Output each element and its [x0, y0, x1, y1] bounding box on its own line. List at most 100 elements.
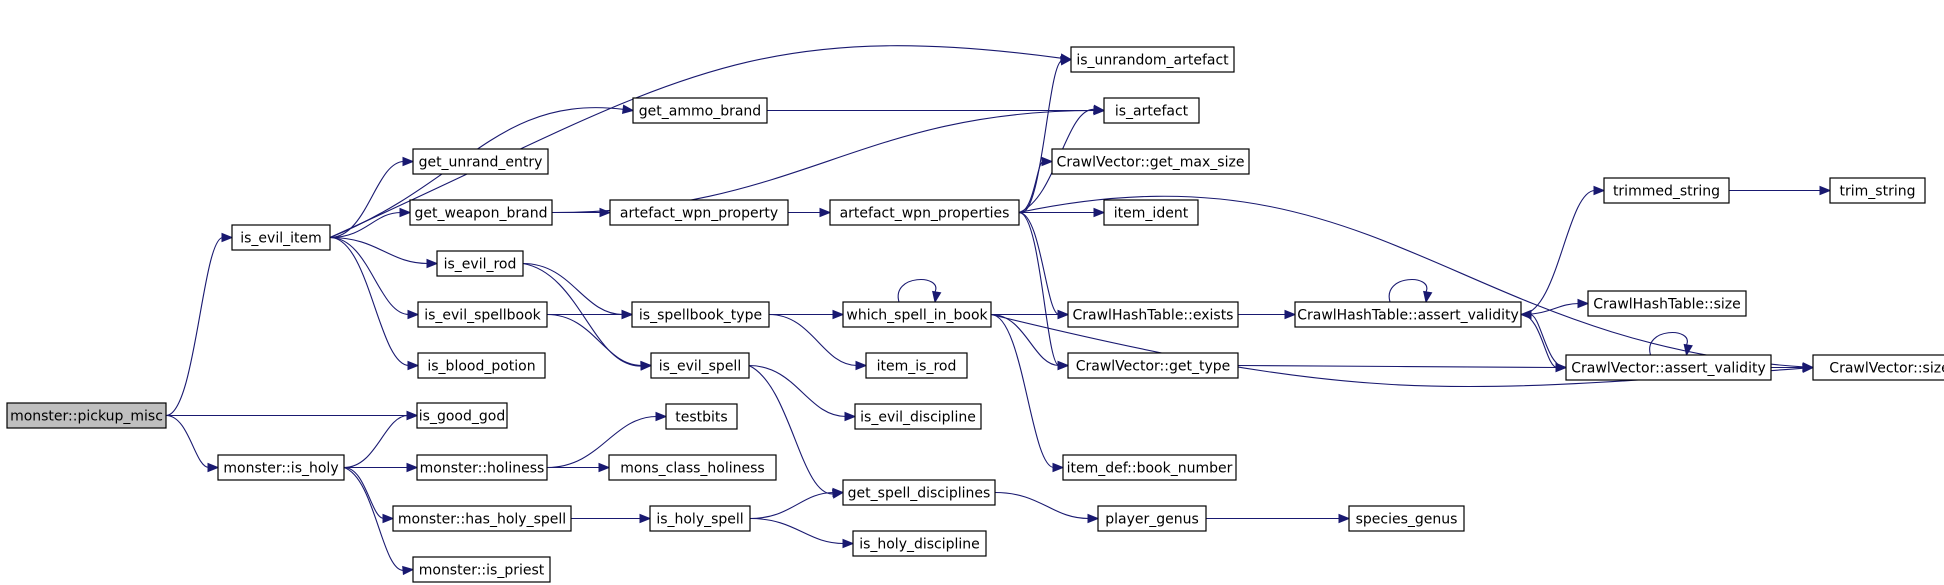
node-has-holy-spell[interactable]: monster::has_holy_spell — [392, 505, 572, 532]
node-box — [436, 250, 524, 277]
node-cht-size[interactable]: CrawlHashTable::size — [1587, 290, 1747, 317]
node-pickup-misc[interactable]: monster::pickup_misc — [6, 402, 167, 429]
node-label: is_evil_spellbook — [424, 308, 541, 324]
node-item-is-rod[interactable]: item_is_rod — [865, 352, 968, 379]
edge-is-spellbook-type-to-which-spell-in-book — [769, 309, 845, 320]
edge-artefact-wpn-properties-to-cht-exists — [1018, 211, 1070, 320]
node-is-evil-spell[interactable]: is_evil_spell — [650, 352, 750, 379]
node-which-spell-in-book[interactable]: which_spell_in_book — [842, 301, 992, 328]
node-is-holy[interactable]: monster::is_holy — [217, 454, 345, 481]
node-get-weapon-brand[interactable]: get_weapon_brand — [409, 199, 553, 226]
node-is-evil-rod[interactable]: is_evil_rod — [436, 250, 524, 277]
node-is-unrandom-artefact[interactable]: is_unrandom_artefact — [1070, 46, 1235, 73]
edge-artefact-wpn-properties-to-item-ident — [1018, 207, 1106, 218]
node-label: monster::is_holy — [223, 461, 338, 477]
node-mons-class-holiness[interactable]: mons_class_holiness — [608, 454, 777, 481]
edge-is-evil-item-to-is-evil-spellbook — [329, 236, 420, 320]
node-item-def-book-number[interactable]: item_def::book_number — [1062, 454, 1237, 481]
node-label: monster::holiness — [420, 461, 545, 477]
node-cv-size[interactable]: CrawlVector::size — [1812, 354, 1944, 381]
node-label: CrawlHashTable::assert_validity — [1297, 308, 1519, 324]
node-label: CrawlVector::assert_validity — [1571, 361, 1765, 377]
node-is-holy-spell[interactable]: is_holy_spell — [649, 505, 751, 532]
node-label: item_def::book_number — [1067, 461, 1233, 477]
node-species-genus[interactable]: species_genus — [1348, 505, 1465, 532]
call-graph-nodes: monster::pickup_misc is_evil_itemis_good_… — [6, 46, 1944, 583]
node-label: is_holy_discipline — [859, 537, 980, 553]
node-box — [417, 352, 546, 379]
edge-pickup-misc-to-is-good-god — [166, 410, 419, 421]
node-label: is_evil_rod — [444, 257, 517, 273]
node-box — [632, 97, 768, 124]
node-get-spell-disciplines[interactable]: get_spell_disciplines — [842, 479, 996, 506]
node-is-artefact[interactable]: is_artefact — [1103, 97, 1200, 124]
node-get-ammo-brand[interactable]: get_ammo_brand — [632, 97, 768, 124]
node-box — [1103, 97, 1200, 124]
node-cv-get-type[interactable]: CrawlVector::get_type — [1067, 352, 1239, 379]
node-box — [842, 301, 992, 328]
node-label: monster::is_priest — [419, 563, 545, 579]
node-testbits[interactable]: testbits — [665, 403, 738, 430]
node-get-unrand-entry[interactable]: get_unrand_entry — [412, 148, 549, 175]
node-is-good-god[interactable]: is_good_god — [416, 402, 508, 429]
node-box — [842, 479, 996, 506]
node-is-blood-potion[interactable]: is_blood_potion — [417, 352, 546, 379]
node-player-genus[interactable]: player_genus — [1097, 505, 1207, 532]
node-box — [1565, 354, 1772, 381]
node-box — [854, 403, 982, 430]
edge-pickup-misc-to-is-holy — [165, 414, 220, 473]
node-label: CrawlVector::get_max_size — [1057, 155, 1245, 171]
node-is-holy-discipline[interactable]: is_holy_discipline — [852, 530, 987, 557]
node-label: is_spellbook_type — [639, 308, 762, 324]
node-is-evil-discipline[interactable]: is_evil_discipline — [854, 403, 982, 430]
node-label: CrawlHashTable::exists — [1073, 308, 1234, 324]
node-box — [1097, 505, 1207, 532]
edge-is-evil-item-to-get-unrand-entry — [329, 156, 415, 239]
node-label: is_good_god — [419, 409, 505, 425]
node-label: testbits — [675, 410, 727, 426]
node-label: item_ident — [1114, 206, 1189, 222]
node-cv-assert-validity[interactable]: CrawlVector::assert_validity — [1565, 354, 1772, 381]
edge-cht-assert-validity-to-trimmed-string — [1520, 185, 1606, 316]
node-box — [1067, 301, 1239, 328]
node-label: artefact_wpn_properties — [840, 206, 1010, 222]
node-box — [392, 505, 572, 532]
node-cht-exists[interactable]: CrawlHashTable::exists — [1067, 301, 1239, 328]
edge-cv-assert-validity-to-cht-assert-validity — [1519, 309, 1567, 369]
node-is-spellbook-type[interactable]: is_spellbook_type — [631, 301, 770, 328]
node-cv-get-max-size[interactable]: CrawlVector::get_max_size — [1051, 148, 1250, 175]
node-box — [416, 402, 508, 429]
node-box — [1348, 505, 1465, 532]
node-box — [1051, 148, 1250, 175]
node-label: player_genus — [1105, 512, 1199, 528]
node-label: which_spell_in_book — [846, 308, 988, 324]
node-trim-string[interactable]: trim_string — [1829, 177, 1926, 204]
node-box — [852, 530, 987, 557]
node-box — [1067, 352, 1239, 379]
node-label: artefact_wpn_property — [620, 206, 778, 222]
edge-is-holy-spell-to-get-spell-disciplines — [749, 487, 845, 520]
node-cht-assert-validity[interactable]: CrawlHashTable::assert_validity — [1294, 301, 1522, 328]
node-is-evil-item[interactable]: is_evil_item — [231, 224, 331, 251]
node-box — [608, 454, 777, 481]
node-label: get_unrand_entry — [419, 155, 543, 171]
node-is-priest[interactable]: monster::is_priest — [412, 556, 551, 583]
edge-cv-assert-validity-to-cv-size — [1771, 362, 1815, 373]
node-artefact-wpn-property[interactable]: artefact_wpn_property — [609, 199, 789, 226]
node-is-evil-spellbook[interactable]: is_evil_spellbook — [417, 301, 548, 328]
node-box — [1294, 301, 1522, 328]
node-artefact-wpn-properties[interactable]: artefact_wpn_properties — [829, 199, 1020, 226]
edge-is-evil-item-to-get-weapon-brand — [329, 207, 412, 239]
node-label: trim_string — [1840, 184, 1916, 200]
node-holiness[interactable]: monster::holiness — [416, 454, 548, 481]
edge-cht-assert-validity-to-cht-assert-validity — [1388, 279, 1433, 304]
node-label: CrawlVector::size — [1829, 361, 1944, 377]
edge-is-evil-spellbook-to-is-evil-spell — [546, 313, 653, 371]
node-trimmed-string[interactable]: trimmed_string — [1603, 177, 1730, 204]
edge-is-holy-to-is-priest — [343, 466, 415, 576]
edge-get-weapon-brand-to-artefact-wpn-property — [551, 207, 612, 218]
node-box — [409, 199, 553, 226]
node-label: species_genus — [1356, 512, 1458, 528]
node-item-ident[interactable]: item_ident — [1103, 199, 1199, 226]
